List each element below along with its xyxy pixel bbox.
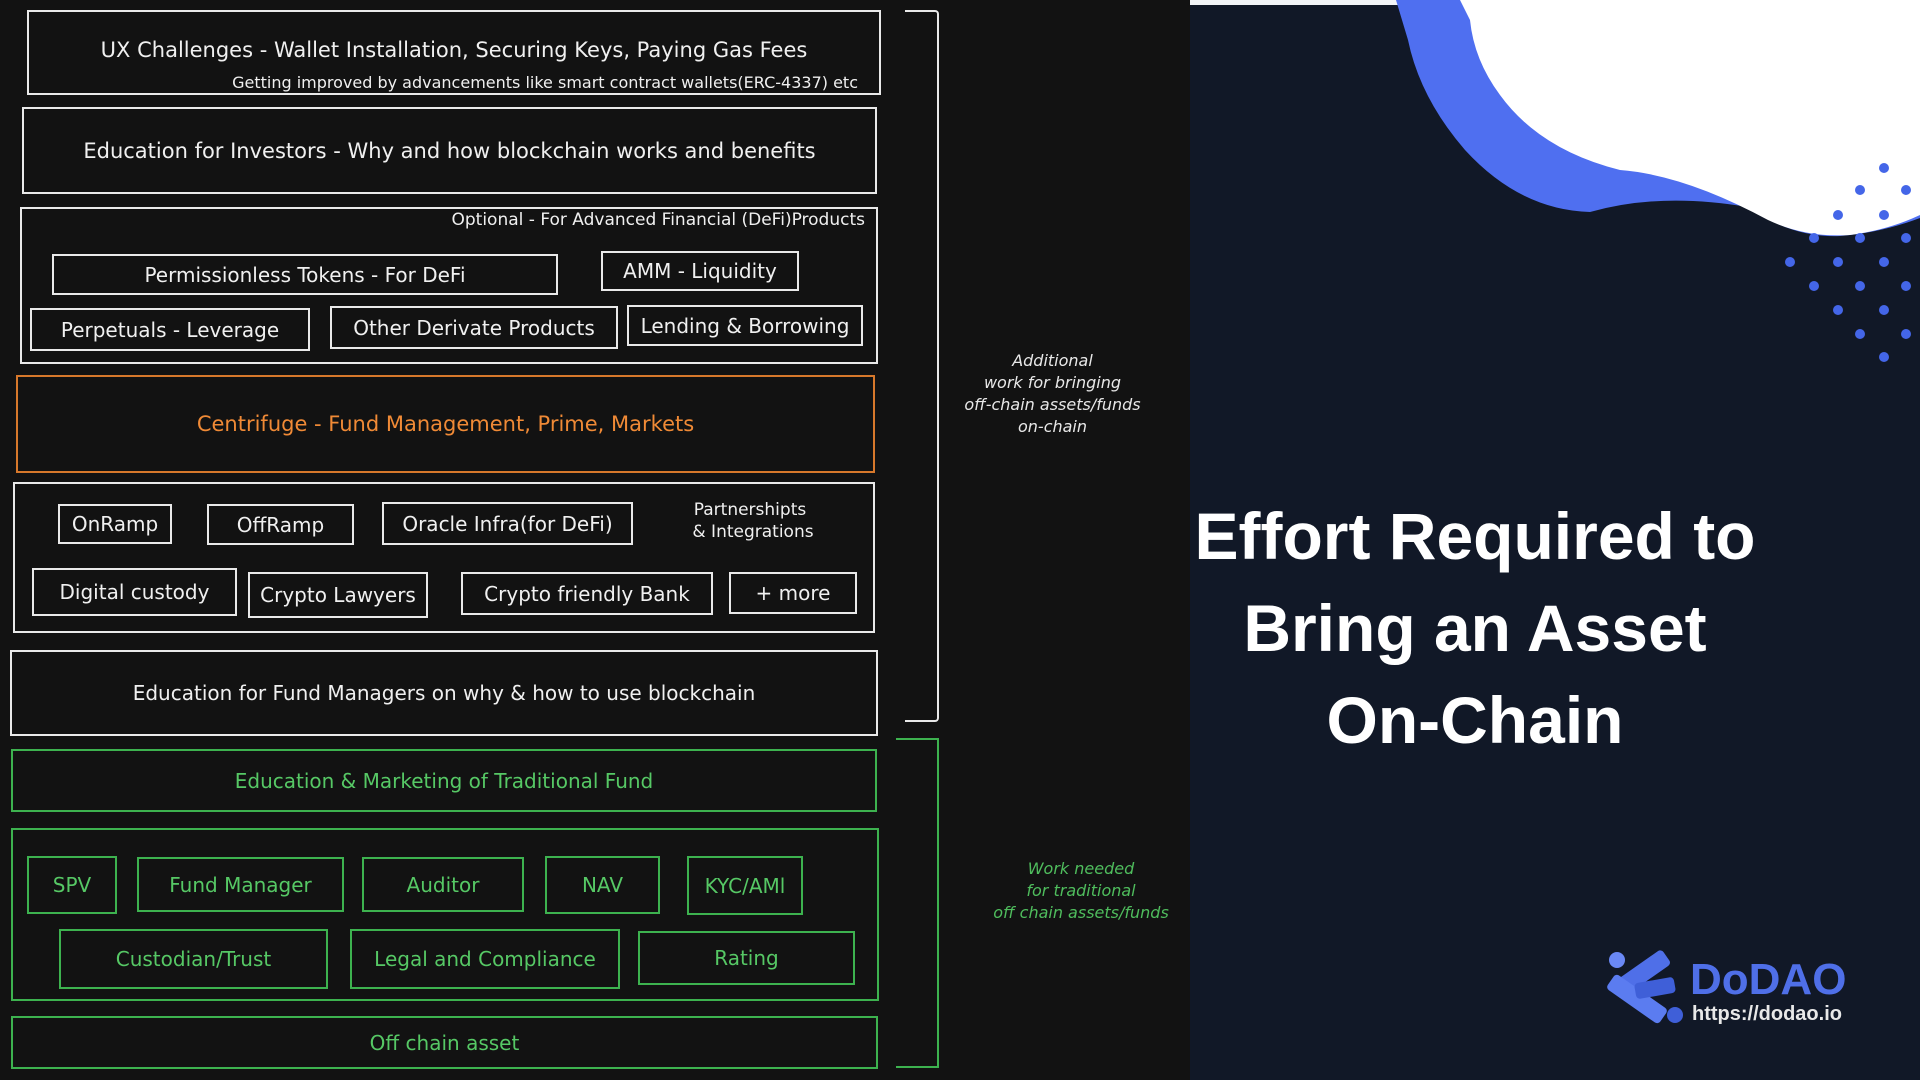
- headline: Effort Required to Bring an Asset On-Cha…: [1150, 490, 1800, 766]
- trad-item-legal-compliance: Legal and Compliance: [350, 929, 620, 989]
- centrifuge-box: Centrifuge - Fund Management, Prime, Mar…: [16, 375, 875, 473]
- diagram-panel: UX Challenges - Wallet Installation, Sec…: [10, 10, 1169, 1069]
- headline-line2: Bring an Asset: [1243, 591, 1707, 665]
- education-investors-box: Education for Investors - Why and how bl…: [22, 107, 877, 194]
- traditional-bracket: [896, 738, 939, 1068]
- defi-item-permissionless-tokens: Permissionless Tokens - For DeFi: [52, 254, 558, 295]
- brand-name: DoDAO: [1690, 955, 1847, 1004]
- ux-challenges-subtitle: Getting improved by advancements like sm…: [232, 73, 858, 92]
- onchain-note: Additional work for bringing off-chain a…: [964, 351, 1141, 436]
- defi-container: [20, 207, 878, 364]
- trad-item-nav: NAV: [545, 856, 660, 914]
- partnerships-label-line1: Partnershipts: [693, 500, 807, 520]
- trad-item-fund-manager: Fund Manager: [137, 857, 344, 912]
- trad-item-custodian-trust: Custodian/Trust: [59, 929, 328, 989]
- partner-item-crypto-lawyers: Crypto Lawyers: [248, 572, 428, 618]
- title-panel: [1190, 0, 1920, 1080]
- traditional-note: Work needed for traditional off chain as…: [993, 859, 1169, 922]
- partnerships-label-line2: & Integrations: [692, 522, 814, 542]
- trad-item-auditor: Auditor: [362, 857, 524, 912]
- education-fund-managers-box: Education for Fund Managers on why & how…: [10, 650, 878, 736]
- education-marketing-box: Education & Marketing of Traditional Fun…: [11, 749, 877, 812]
- trad-item-kyc-aml: KYC/AMl: [687, 856, 803, 915]
- defi-item-other-derivatives: Other Derivate Products: [330, 306, 618, 349]
- traditional-container: [11, 828, 879, 1001]
- partner-item-offramp: OffRamp: [207, 504, 354, 545]
- trad-item-rating: Rating: [638, 931, 855, 985]
- defi-item-perpetuals: Perpetuals - Leverage: [30, 308, 310, 351]
- partner-item-oracle-infra: Oracle Infra(for DeFi): [382, 502, 633, 545]
- trad-item-spv: SPV: [27, 856, 117, 914]
- defi-label: Optional - For Advanced Financial (DeFi)…: [451, 210, 866, 230]
- partner-item-onramp: OnRamp: [58, 504, 172, 544]
- partner-item-crypto-bank: Crypto friendly Bank: [461, 572, 713, 615]
- defi-item-amm-liquidity: AMM - Liquidity: [601, 251, 799, 291]
- partner-item-more: + more: [729, 572, 857, 614]
- decorative-shapes: [1190, 0, 1920, 362]
- defi-item-lending-borrowing: Lending & Borrowing: [627, 305, 863, 346]
- partnerships-container: [13, 482, 875, 633]
- headline-line1: Effort Required to: [1194, 499, 1756, 573]
- headline-line3: On-Chain: [1326, 683, 1624, 757]
- dodao-logo-icon: [1607, 950, 1683, 1024]
- ux-challenges-box: [27, 10, 881, 95]
- off-chain-asset-box: Off chain asset: [11, 1016, 878, 1069]
- partner-item-digital-custody: Digital custody: [32, 568, 237, 616]
- ux-challenges-title: UX Challenges - Wallet Installation, Sec…: [100, 38, 808, 62]
- onchain-bracket: [905, 10, 939, 722]
- brand-url: https://dodao.io: [1692, 1003, 1842, 1025]
